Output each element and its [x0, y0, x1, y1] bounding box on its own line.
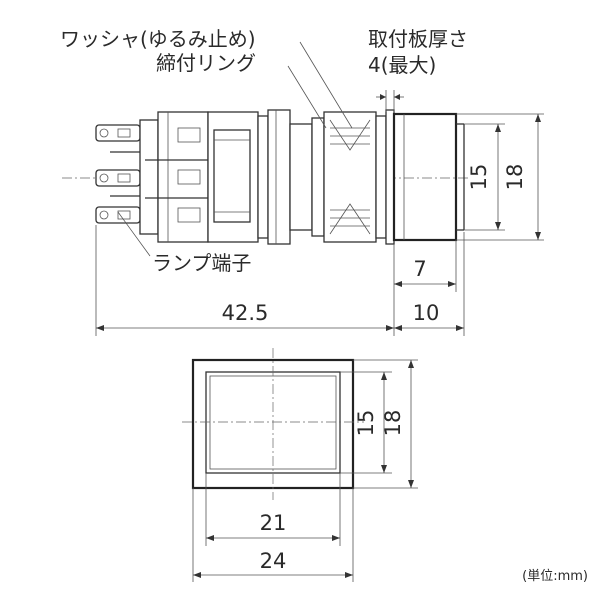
- unit-label: (単位:mm): [522, 568, 588, 584]
- front-width-inner-value: 21: [260, 511, 287, 535]
- plate-thickness-indicator: [376, 90, 404, 112]
- washer-leader: [299, 41, 353, 129]
- button-cap: [392, 112, 465, 242]
- front-view: 15 18 21 24: [182, 348, 418, 582]
- front-height-outer-value: 18: [381, 410, 405, 437]
- plate-thickness-label: 取付板厚さ: [368, 27, 468, 51]
- side-height-outer-value: 18: [503, 164, 527, 191]
- side-length-dimensions: [95, 225, 465, 336]
- lamp-terminal-label: ランプ端子: [152, 251, 251, 275]
- front-width-outer-value: 24: [260, 549, 287, 573]
- ring-leader: [287, 65, 327, 129]
- side-view: ワッシャ(ゆるみ止め) 締付リング 取付板厚さ 4(最大) ランプ端子 15 1…: [60, 27, 544, 336]
- tightening-ring: [311, 111, 387, 243]
- side-height-inner-value: 15: [467, 164, 491, 191]
- washer-label: ワッシャ(ゆるみ止め): [60, 27, 256, 51]
- body-length-value: 42.5: [222, 301, 269, 325]
- front-height-dimensions: [340, 359, 418, 489]
- terminals: [95, 124, 145, 224]
- front-height-inner-value: 15: [354, 410, 378, 437]
- switch-body: [139, 109, 313, 245]
- ring-label: 締付リング: [156, 51, 256, 75]
- plate-thickness-value: 4(最大): [368, 53, 436, 77]
- cap-depth-value: 7: [413, 257, 426, 281]
- front-length-value: 10: [413, 301, 440, 325]
- mounting-plate: [385, 109, 395, 245]
- front-width-dimensions: [192, 473, 354, 582]
- lamp-terminal-leader: [117, 211, 151, 257]
- side-height-dimensions: [456, 113, 544, 241]
